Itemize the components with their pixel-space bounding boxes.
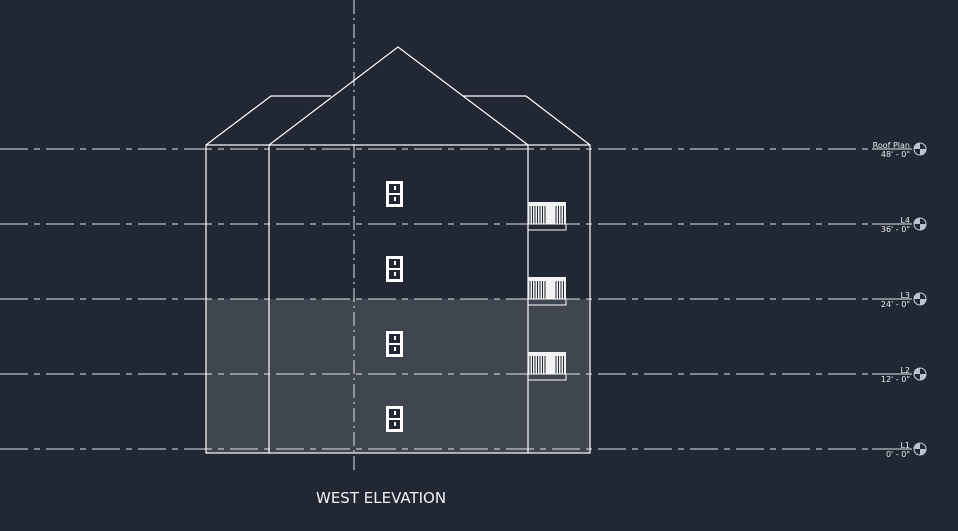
level-name[interactable]: L1 xyxy=(900,441,910,450)
level-elevation: 48' - 0" xyxy=(880,150,910,159)
level-elevation: 24' - 0" xyxy=(880,300,910,309)
level-head-icon[interactable] xyxy=(913,217,927,231)
level-name[interactable]: L3 xyxy=(900,291,910,300)
balcony-railing[interactable] xyxy=(527,277,567,306)
level-elevation: 0' - 0" xyxy=(885,450,910,459)
level-name[interactable]: L4 xyxy=(900,216,910,225)
level-head-icon[interactable] xyxy=(913,142,927,156)
view-title: WEST ELEVATION xyxy=(316,489,447,507)
level-head-icon[interactable] xyxy=(913,292,927,306)
level-head-icon[interactable] xyxy=(913,367,927,381)
balcony-railing[interactable] xyxy=(527,352,567,381)
level-elevation: 36' - 0" xyxy=(880,225,910,234)
building-outline[interactable] xyxy=(205,46,591,454)
window[interactable] xyxy=(386,406,403,432)
window[interactable] xyxy=(386,181,403,207)
level-elevation: 12' - 0" xyxy=(880,375,910,384)
balcony-railing[interactable] xyxy=(527,202,567,231)
level-name[interactable]: Roof Plan xyxy=(872,141,910,150)
window[interactable] xyxy=(386,256,403,282)
level-head-icon[interactable] xyxy=(913,442,927,456)
window[interactable] xyxy=(386,331,403,357)
level-name[interactable]: L2 xyxy=(900,366,910,375)
